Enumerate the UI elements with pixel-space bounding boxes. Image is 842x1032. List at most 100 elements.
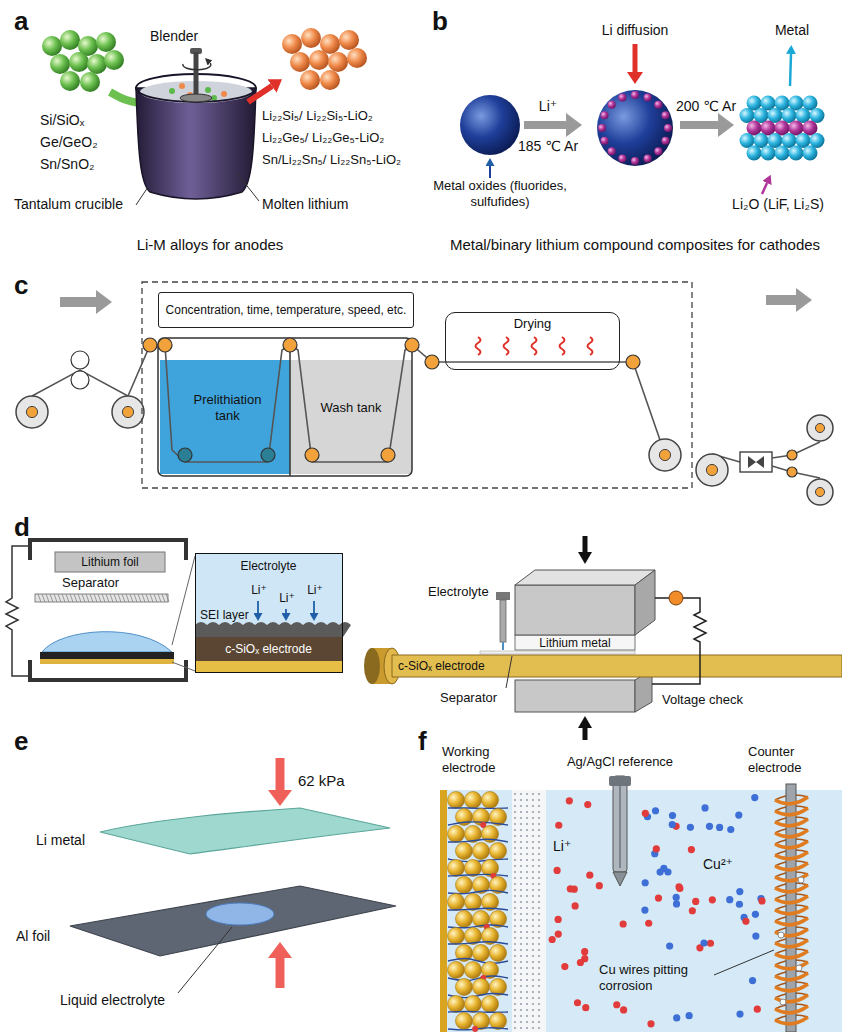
alloy-particle (300, 70, 320, 90)
roller (71, 351, 89, 369)
electrolyte-bath (440, 790, 842, 1032)
separator-pore (526, 997, 528, 999)
panel-letter: b (432, 6, 462, 37)
lithium-ion (647, 1020, 654, 1027)
separator-pore (526, 1015, 528, 1017)
separator-pore (532, 1009, 534, 1011)
leader-line (236, 172, 259, 201)
metal-grain (761, 146, 776, 161)
leader-line (506, 656, 512, 688)
binder-network (448, 908, 508, 910)
lithium-ion (574, 999, 581, 1006)
binder-network (448, 874, 508, 876)
alloy-particle (339, 30, 359, 50)
separator-pore (538, 907, 540, 909)
lithium-compound-dot (664, 124, 672, 132)
pressure-arrow (583, 536, 588, 552)
separator-pore (514, 889, 516, 891)
binder-network (448, 942, 508, 944)
parameter-box: Concentration, time, temperature, speed,… (158, 292, 414, 328)
active-particle (448, 826, 465, 843)
separator-pore (538, 829, 540, 831)
separator-pore (514, 1015, 516, 1017)
lithium-ion (554, 867, 561, 874)
separator-pore (526, 853, 528, 855)
separator-pore (526, 1009, 528, 1011)
slitter-blade (748, 456, 764, 468)
separator-pore (538, 985, 540, 987)
metal-oxide-sphere (460, 95, 520, 155)
heat-wave (588, 337, 593, 355)
precursor-particle (80, 72, 100, 92)
separator-pore (538, 1021, 540, 1023)
binder-network (448, 839, 508, 842)
leader-arrow (489, 166, 491, 178)
mesh-strand (42, 594, 45, 602)
node-text: Prelithiation tank (185, 392, 271, 423)
separator-pore (532, 949, 534, 951)
separator-pore (538, 973, 540, 975)
part-label: Ag/AgCl reference (560, 754, 680, 770)
separator-pore (520, 835, 522, 837)
copper-ion (641, 906, 648, 913)
separator-pore (514, 841, 516, 843)
part-label: Al foil (16, 928, 68, 945)
precursor-particle (96, 32, 116, 52)
voltage-circuit (652, 598, 706, 684)
part-label: Cu wires pitting corrosion (598, 962, 710, 993)
mesh-strand (62, 594, 65, 602)
inset-electrolyte (195, 553, 343, 625)
separator-pore (532, 847, 534, 849)
separator-pore (520, 829, 522, 831)
pitting-spot (796, 965, 802, 971)
active-particle (448, 962, 465, 979)
copper-wire-coil (775, 797, 808, 804)
separator-pore (538, 847, 540, 849)
separator-pore (514, 817, 516, 819)
lithium-ion (655, 895, 662, 902)
inset-electrode (195, 637, 343, 661)
mesh-strand (66, 594, 69, 602)
separator-pore (514, 901, 516, 903)
active-particle (490, 1013, 507, 1030)
mesh-strand (58, 594, 61, 602)
roller (405, 338, 419, 352)
node-text: Li⁺ (304, 583, 326, 597)
lithium-ion (707, 940, 714, 947)
lithium-compound-dot (644, 154, 652, 162)
separator-pore (514, 799, 516, 801)
node-text: Concentration, time, temperature, speed,… (166, 303, 407, 317)
lithium-ion (472, 1026, 478, 1032)
roller (178, 448, 192, 462)
reacting-particle (179, 83, 185, 89)
separator-pore (532, 859, 534, 861)
electrode-film (772, 466, 820, 478)
alloy-particle (282, 34, 302, 54)
separator-pore (538, 805, 540, 807)
diffusion-arrow (633, 44, 638, 72)
active-particle (490, 843, 507, 860)
separator-pore (526, 859, 528, 861)
process-label: Li diffusion (580, 22, 690, 39)
panel-caption: Li-M alloys for anodes (40, 236, 380, 254)
separator-pore (538, 835, 540, 837)
lithium-ion (555, 930, 562, 937)
separator-pore (514, 811, 516, 813)
separator-pore (526, 913, 528, 915)
separator-pore (514, 835, 516, 837)
separator-pore (520, 883, 522, 885)
active-particle (490, 945, 507, 962)
separator-pore (514, 925, 516, 927)
press-top-face (515, 570, 655, 585)
mesh-strand (122, 594, 125, 602)
separator-pore (520, 955, 522, 957)
separator-pore (526, 817, 528, 819)
lithium-ion (675, 883, 682, 890)
ion-label: Cu²⁺ (702, 856, 748, 873)
separator-pore (526, 835, 528, 837)
roller (71, 371, 89, 389)
part-label: Molten lithium (262, 196, 382, 213)
mesh-strand (106, 594, 109, 602)
material-label: Metal oxides (fluorides, sulfufides) (420, 178, 580, 209)
film-spool (112, 396, 144, 428)
